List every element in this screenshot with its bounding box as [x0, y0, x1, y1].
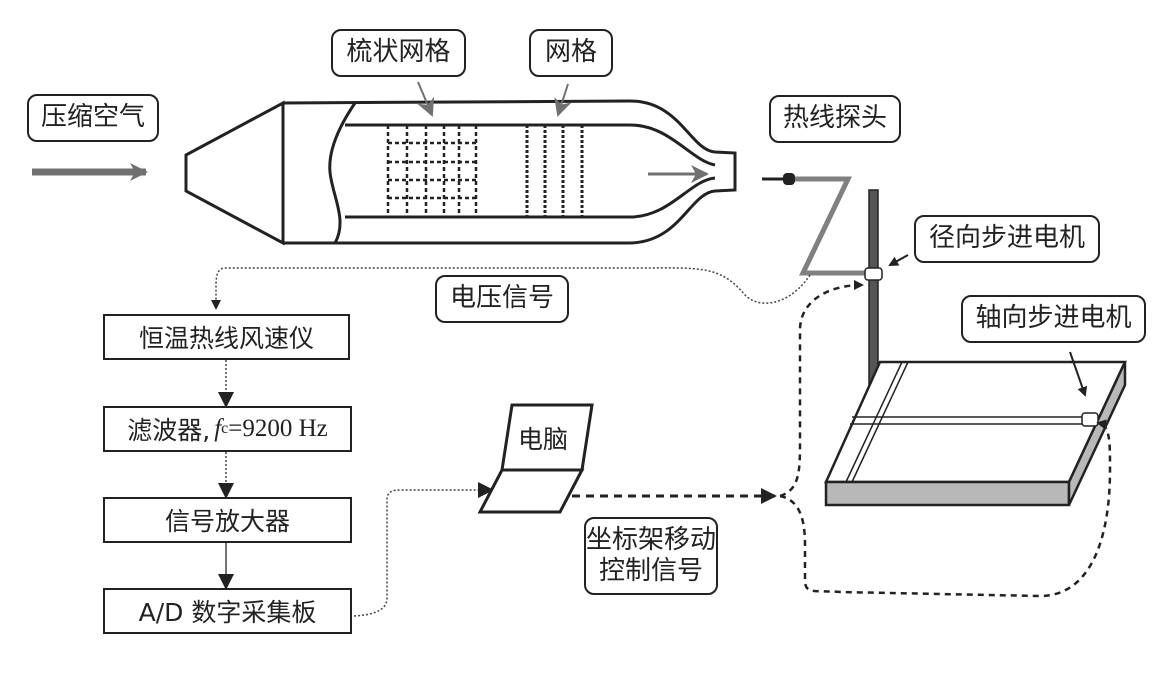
voltage-signal-label: 电压信号: [435, 275, 569, 323]
hotwire-probe-label: 热线探头: [769, 95, 901, 143]
radial-motor-pointer: [888, 254, 909, 266]
grid-pointer: [554, 83, 572, 117]
traverse-control-label: 坐标架移动 控制信号: [584, 517, 718, 595]
filter-block: 滤波器, f c =9200 Hz: [103, 406, 352, 452]
control-to-axial-motor: [779, 419, 1112, 598]
compressed-air-label: 压缩空气: [27, 94, 159, 142]
computer-icon: [477, 403, 594, 514]
filter-cutoff-value: =9200 Hz: [228, 415, 328, 442]
wind-tunnel: [184, 99, 737, 246]
filter-name: 滤波器,: [127, 416, 211, 445]
ad-to-computer-line: [353, 482, 494, 617]
traverse-control-line2: 控制信号: [598, 556, 703, 586]
radial-motor-clamp: [864, 267, 883, 281]
grid-label: 网格: [529, 29, 613, 77]
voltage-signal-line: [211, 267, 811, 310]
comb-grid: [386, 125, 478, 217]
hotwire-probe: [762, 173, 870, 276]
radial-motor-label: 径向步进电机: [914, 215, 1100, 263]
axial-traverse-table: [824, 360, 1127, 507]
axial-motor-pointer: [1069, 351, 1088, 397]
control-to-radial-motor: [779, 280, 864, 498]
traverse-control-line1: 坐标架移动: [586, 524, 717, 555]
axial-motor-label: 轴向步进电机: [961, 295, 1146, 343]
comb-grid-pointer: [417, 81, 435, 117]
computer-label: 电脑: [518, 425, 569, 454]
filter-f-subscript: c: [221, 420, 229, 437]
filter-f-symbol: f: [214, 415, 222, 442]
ad-board-block: A/D 数字采集板: [103, 588, 352, 634]
anemometer-block: 恒温热线风速仪: [103, 314, 350, 360]
grid-screens: [525, 125, 584, 217]
amplifier-block: 信号放大器: [103, 497, 352, 543]
comb-grid-label: 梳状网格: [331, 29, 466, 77]
